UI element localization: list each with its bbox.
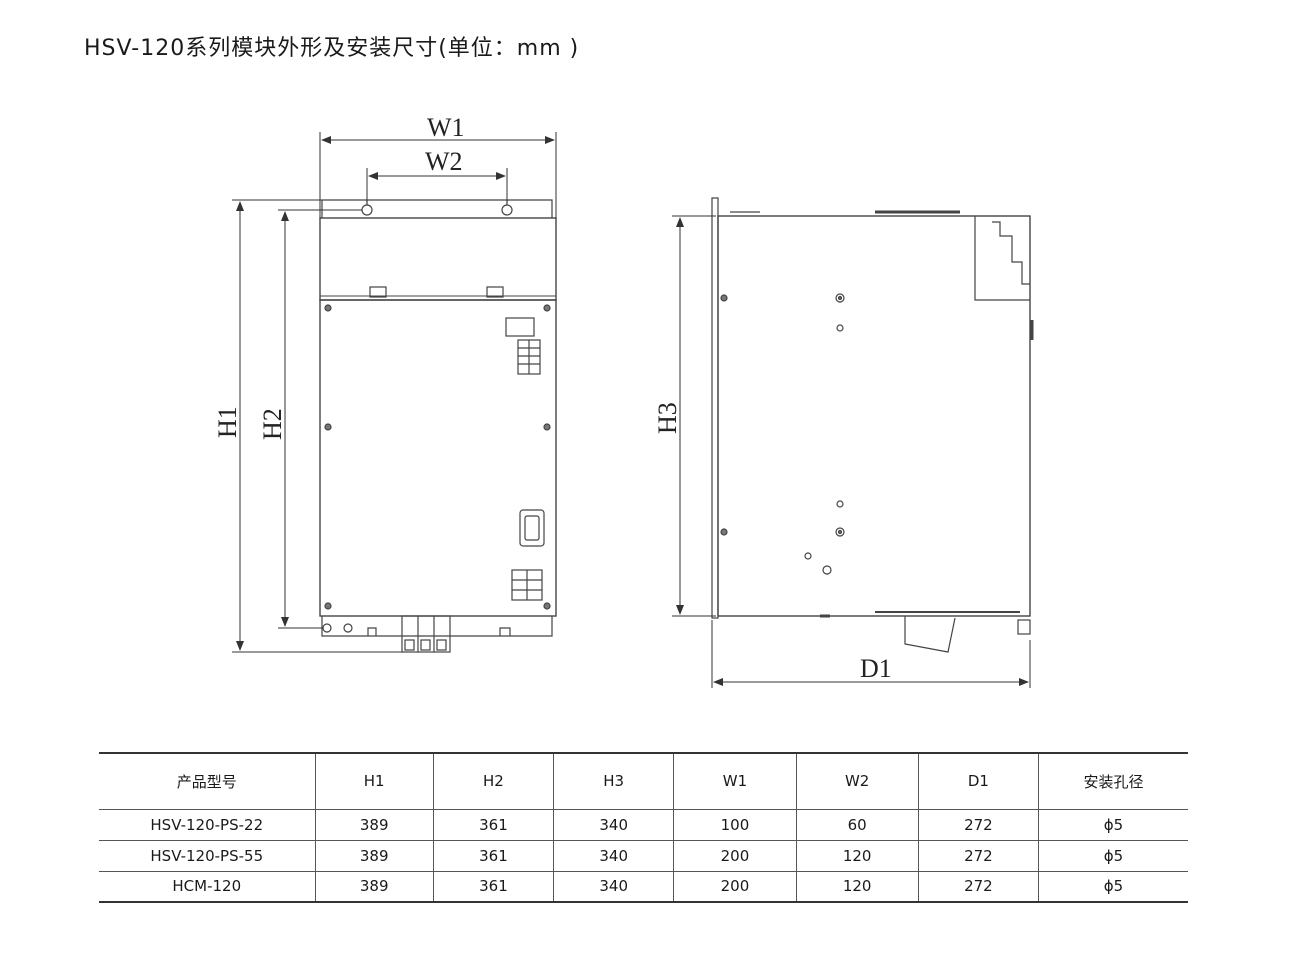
header-h3: H3	[553, 752, 674, 810]
cell-d1: 272	[917, 809, 1039, 841]
dimension-table: 产品型号 H1 H2 H3 W1 W2 D1 安装孔径 HSV-120-PS-2…	[99, 752, 1188, 903]
front-view	[319, 199, 557, 653]
cell-h3: 340	[553, 871, 674, 903]
cell-h2: 361	[432, 871, 554, 903]
cell-w1: 100	[673, 809, 797, 841]
cell-hole: ϕ5	[1038, 809, 1188, 841]
table-row: HSV-120-PS-22 389 361 340 100 60 272 ϕ5	[99, 809, 1188, 841]
w2-label: W2	[425, 147, 463, 176]
d1-label: D1	[860, 654, 892, 683]
table-row: HSV-120-PS-55 389 361 340 200 120 272 ϕ5	[99, 840, 1188, 872]
cell-w2: 120	[795, 840, 919, 872]
header-w2: W2	[795, 752, 919, 810]
h1-label: H1	[213, 406, 242, 438]
cell-h3: 340	[553, 809, 674, 841]
cell-w2: 60	[795, 809, 919, 841]
header-model: 产品型号	[99, 752, 316, 810]
cell-h3: 340	[553, 840, 674, 872]
table-row: HCM-120 389 361 340 200 120 272 ϕ5	[99, 871, 1188, 903]
h2-label: H2	[258, 408, 287, 440]
front-dimensions	[232, 132, 557, 653]
header-d1: D1	[917, 752, 1039, 810]
side-view	[711, 197, 1034, 653]
header-w1: W1	[673, 752, 797, 810]
header-h2: H2	[432, 752, 554, 810]
cell-h1: 389	[314, 809, 434, 841]
cell-h1: 389	[314, 840, 434, 872]
header-h1: H1	[314, 752, 434, 810]
cell-h1: 389	[314, 871, 434, 903]
cell-model: HSV-120-PS-55	[99, 840, 316, 872]
cell-h2: 361	[432, 840, 554, 872]
side-dimensions	[672, 215, 1031, 688]
cell-model: HSV-120-PS-22	[99, 809, 316, 841]
cell-w2: 120	[795, 871, 919, 903]
cell-h2: 361	[432, 809, 554, 841]
cell-hole: ϕ5	[1038, 871, 1188, 903]
cell-w1: 200	[673, 840, 797, 872]
cell-model: HCM-120	[99, 871, 316, 903]
page-title: HSV-120系列模块外形及安装尺寸(单位：mm )	[84, 36, 580, 61]
header-hole: 安装孔径	[1038, 752, 1188, 810]
dimension-drawing: W1 W2 H1 H2 H3 D1	[213, 113, 1034, 688]
cell-hole: ϕ5	[1038, 840, 1188, 872]
table-header-row: 产品型号 H1 H2 H3 W1 W2 D1 安装孔径	[99, 752, 1188, 810]
w1-label: W1	[427, 113, 465, 142]
cell-d1: 272	[917, 840, 1039, 872]
cell-w1: 200	[673, 871, 797, 903]
cell-d1: 272	[917, 871, 1039, 903]
h3-label: H3	[653, 402, 682, 434]
